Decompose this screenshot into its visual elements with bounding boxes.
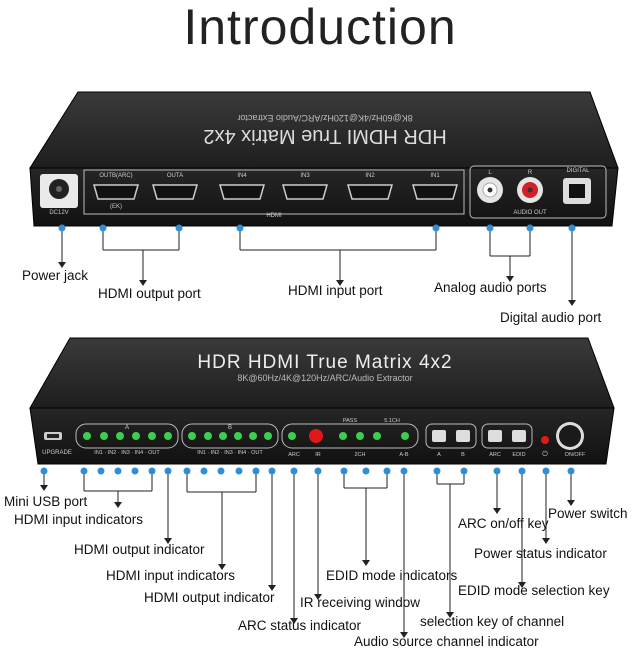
svg-text:UPGRADE: UPGRADE — [42, 450, 72, 456]
svg-text:L: L — [488, 170, 492, 176]
svg-text:PASS: PASS — [343, 418, 358, 424]
svg-text:A: A — [437, 452, 441, 458]
led-group-a — [83, 432, 172, 440]
bottom-callout-arrowheads — [40, 485, 575, 638]
svg-text:ON/OFF: ON/OFF — [565, 452, 586, 458]
hdmi-output-indicator-b-label: HDMI output indicator — [144, 590, 275, 605]
svg-text:IR: IR — [315, 452, 321, 458]
led-group-b-frame — [181, 423, 279, 449]
edid-mode-indicators-label: EDID mode indicators — [326, 568, 458, 583]
svg-text:IN2: IN2 — [365, 173, 375, 179]
arc-status-indicator-label: ARC status indicator — [238, 618, 362, 633]
hdmi-group-label: HDMI — [266, 213, 282, 219]
b-button — [456, 430, 470, 442]
hdmi-input-indicators-a-label: HDMI input indicators — [14, 512, 144, 527]
power-switch-label: Power switch — [548, 506, 628, 521]
audio-source-channel-indicator-label: Audio source channel indicator — [354, 634, 539, 649]
hdmi-in3-port: IN3 — [282, 173, 328, 200]
page-title: Introduction — [183, 0, 457, 55]
hdmi-in4-port: IN4 — [219, 173, 265, 200]
arc-on-off-key-label: ARC on/off key — [458, 516, 549, 531]
svg-text:ARC: ARC — [489, 452, 501, 458]
svg-text:IN4: IN4 — [237, 173, 247, 179]
hdmi-output-indicator-a-label: HDMI output indicator — [74, 542, 205, 557]
svg-text:B: B — [228, 425, 232, 431]
hdmi-out-a-port: OUTA — [152, 173, 198, 200]
optical-port — [563, 178, 591, 204]
svg-text:A: A — [125, 425, 129, 431]
audio-frame — [469, 165, 607, 219]
ab-led — [401, 432, 409, 440]
svg-text:IN1 · IN2 · IN3 · IN4 · OUT: IN1 · IN2 · IN3 · IN4 · OUT — [197, 450, 263, 456]
svg-text:AUDIO OUT: AUDIO OUT — [513, 210, 547, 216]
svg-text:OUTA: OUTA — [167, 173, 183, 179]
edid-mode-selection-key-label: EDID mode selection key — [458, 583, 610, 598]
bottom-callout-lines — [43, 471, 572, 632]
analog-audio-ports-label: Analog audio ports — [434, 280, 547, 295]
top-callout-arrowheads — [58, 262, 576, 306]
top-device: HDR HDMI True Matrix 4x2 8K@60Hz/4K@120H… — [29, 91, 619, 227]
rca-left-port — [477, 177, 503, 203]
bottom-device-title: HDR HDMI True Matrix 4x2 — [197, 352, 452, 373]
svg-text:OUTB(ARC): OUTB(ARC) — [99, 173, 132, 179]
top-device-subtitle: 8K@60Hz/4K@120Hz/ARC/Audio Extractor — [237, 113, 412, 123]
hdmi-out-b-port: OUTB(ARC) (EK) — [93, 173, 139, 210]
hdmi-port-frame — [83, 169, 465, 215]
svg-text:(EK): (EK) — [110, 204, 122, 210]
hdmi-output-port-label: HDMI output port — [98, 286, 201, 301]
hdmi-input-port-label: HDMI input port — [288, 283, 383, 298]
hdmi-in1-port: IN1 — [412, 173, 458, 200]
svg-text:⏻: ⏻ — [542, 450, 548, 458]
svg-text:5.1CH: 5.1CH — [384, 418, 400, 424]
selection-key-label: selection key of channel — [420, 614, 565, 629]
svg-text:2CH: 2CH — [354, 452, 365, 458]
svg-text:A-B: A-B — [399, 452, 409, 458]
arc-edid-button-frame — [481, 423, 533, 449]
svg-text:EDID: EDID — [512, 452, 525, 458]
svg-text:IN1: IN1 — [430, 173, 440, 179]
edid-leds — [339, 432, 381, 440]
led-group-a-frame — [75, 423, 179, 449]
svg-text:DIGITAL: DIGITAL — [567, 168, 591, 174]
top-device-title: HDR HDMI True Matrix 4x2 — [203, 125, 446, 147]
mini-usb-port-label: Mini USB port — [4, 494, 88, 509]
arc-led — [288, 432, 296, 440]
top-callout-lines — [61, 228, 573, 300]
ir-window — [309, 429, 323, 443]
power-jack-label: Power jack — [22, 268, 89, 283]
edid-button — [512, 430, 526, 442]
svg-text:R: R — [528, 170, 533, 176]
status-group-frame — [281, 423, 419, 449]
power-status-led — [541, 436, 549, 444]
arc-button — [488, 430, 502, 442]
ir-receiving-window-label: IR receiving window — [300, 595, 421, 610]
digital-audio-port-label: Digital audio port — [500, 310, 602, 325]
power-status-indicator-label: Power status indicator — [474, 546, 607, 561]
hdmi-in2-port: IN2 — [347, 173, 393, 200]
led-group-b — [188, 432, 272, 440]
hdmi-input-indicators-b-label: HDMI input indicators — [106, 568, 236, 583]
dc12v-label: DC12V — [49, 210, 68, 216]
svg-text:B: B — [461, 452, 465, 458]
svg-text:IN3: IN3 — [300, 173, 310, 179]
bottom-device-subtitle: 8K@60Hz/4K@120Hz/ARC/Audio Extractor — [237, 373, 412, 383]
a-button — [432, 430, 446, 442]
bottom-callout-markers — [40, 467, 575, 475]
bottom-device: HDR HDMI True Matrix 4x2 8K@60Hz/4K@120H… — [29, 337, 615, 465]
svg-text:ARC: ARC — [288, 452, 300, 458]
ab-button-frame — [425, 423, 477, 449]
svg-text:IN1 · IN2 · IN3 · IN4 · OUT: IN1 · IN2 · IN3 · IN4 · OUT — [94, 450, 160, 456]
rca-right-port — [517, 177, 543, 203]
top-callout-markers — [58, 224, 576, 232]
